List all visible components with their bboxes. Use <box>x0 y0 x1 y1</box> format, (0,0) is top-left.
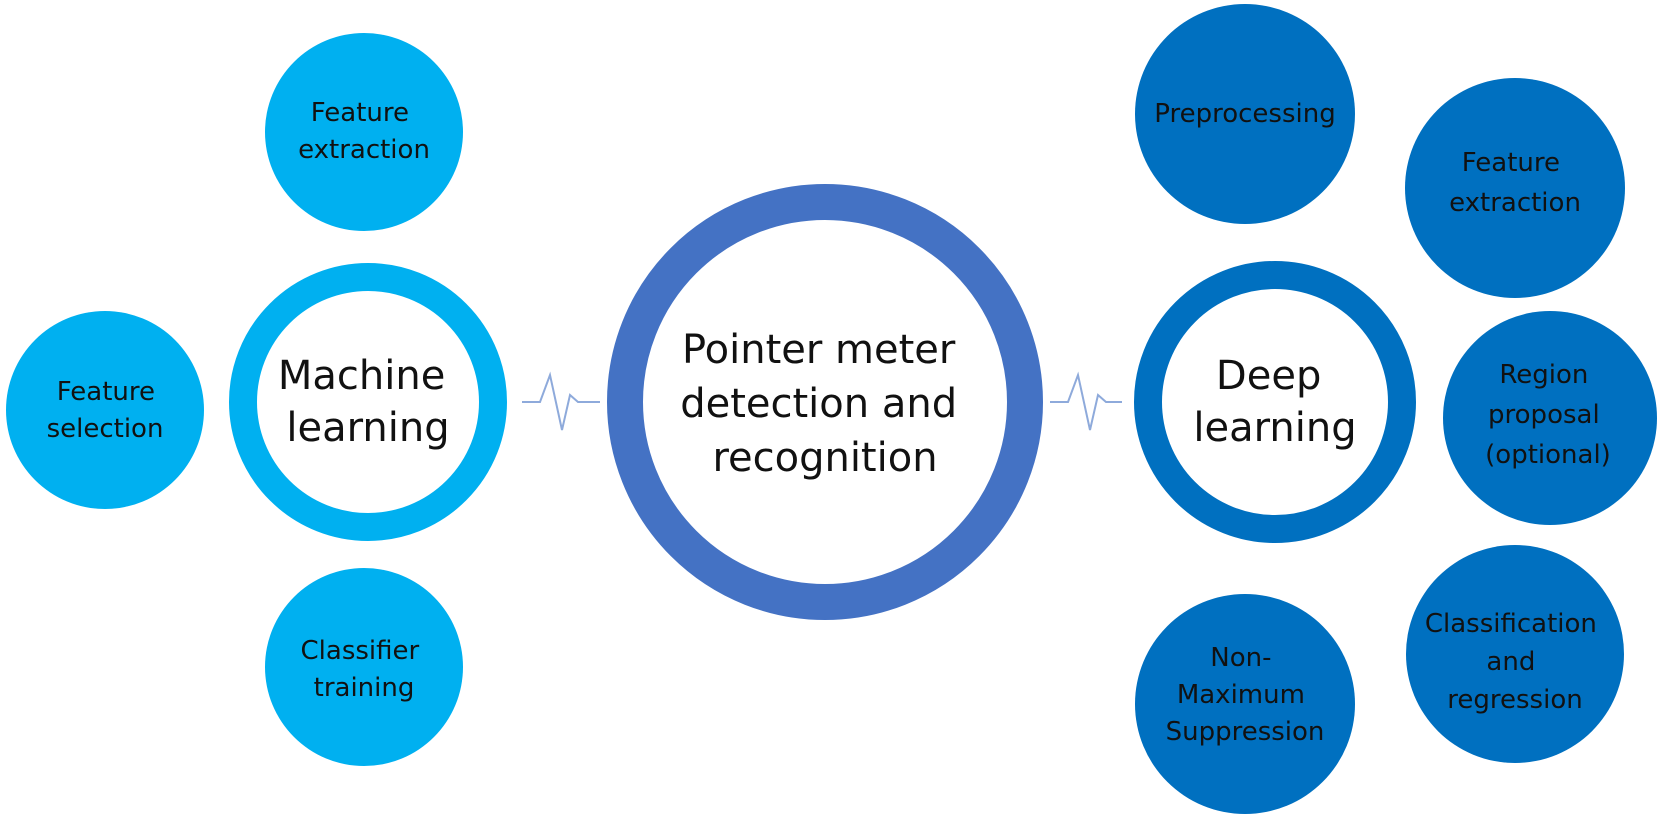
dl-region-proposal-node <box>1443 311 1657 525</box>
dl-nms-label: Non- Maximum Suppression <box>1166 643 1325 747</box>
connector-right <box>1050 371 1122 431</box>
dl-feature-extraction-label-line: Feature <box>1462 148 1560 178</box>
dl-region-proposal-label-line: Region <box>1499 360 1588 390</box>
deep-learning-label-line: Deep <box>1216 353 1321 399</box>
center-label-line: recognition <box>712 435 937 481</box>
dl-nms-label-line: Non- <box>1210 643 1271 673</box>
deep-learning-label: Deep learning <box>1193 353 1356 451</box>
dl-preprocessing-label: Preprocessing <box>1154 99 1335 129</box>
connector-left <box>522 371 600 431</box>
dl-preprocessing-label-line: Preprocessing <box>1154 99 1335 129</box>
ml-feature-extraction-label-line: Feature <box>311 98 409 128</box>
dl-classification-regression-label-line: and <box>1486 647 1535 677</box>
dl-feature-extraction-label-line: extraction <box>1449 188 1581 218</box>
ml-classifier-training-label: Classifier training <box>301 636 428 703</box>
dl-feature-extraction-node <box>1405 78 1625 298</box>
ml-feature-extraction-label: Feature extraction <box>298 98 430 165</box>
deep-learning-hub <box>1134 261 1416 543</box>
center-label-line: detection and <box>680 381 957 427</box>
dl-classification-regression-label-line: regression <box>1447 685 1582 715</box>
dl-nms-label-line: Maximum <box>1177 680 1305 710</box>
ml-classifier-training-label-line: training <box>314 673 415 703</box>
dl-region-proposal-label-line: (optional) <box>1485 440 1611 470</box>
ml-feature-selection-label-line: selection <box>47 414 164 444</box>
dl-region-proposal-label: Region proposal (optional) <box>1485 360 1611 470</box>
ml-feature-extraction-label-line: extraction <box>298 135 430 165</box>
ml-feature-selection-label: Feature selection <box>47 377 164 444</box>
ml-feature-selection-label-line: Feature <box>57 377 155 407</box>
center-label: Pointer meter detection and recognition <box>680 327 970 481</box>
machine-learning-label: Machine learning <box>278 353 458 451</box>
dl-classification-regression-node <box>1406 545 1624 763</box>
center-ring <box>607 184 1043 620</box>
dl-nms-label-line: Suppression <box>1166 717 1325 747</box>
dl-region-proposal-label-line: proposal <box>1488 400 1600 430</box>
machine-learning-label-line: Machine <box>278 353 445 399</box>
ml-classifier-training-label-line: Classifier <box>301 636 420 666</box>
ml-feature-extraction-node <box>265 33 463 231</box>
dl-feature-extraction-label: Feature extraction <box>1449 148 1581 218</box>
ml-feature-selection-node <box>6 311 204 509</box>
deep-learning-label-line: learning <box>1193 405 1356 451</box>
ml-classifier-training-node <box>265 568 463 766</box>
center-label-line: Pointer meter <box>682 327 956 373</box>
dl-preprocessing-node <box>1135 4 1355 224</box>
machine-learning-label-line: learning <box>286 405 449 451</box>
dl-classification-regression-label: Classification and regression <box>1425 609 1605 715</box>
machine-learning-hub <box>229 263 507 541</box>
dl-nms-node <box>1135 594 1355 814</box>
dl-classification-regression-label-line: Classification <box>1425 609 1597 639</box>
